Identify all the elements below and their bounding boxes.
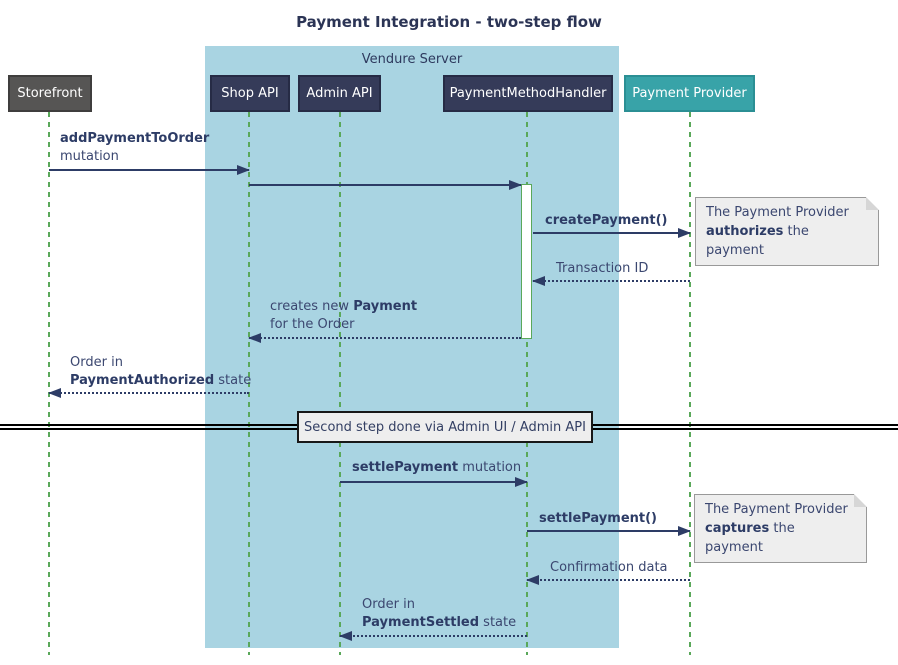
message-label-creates-payment: creates new Payment for the Order (270, 299, 418, 332)
frame-label: Vendure Server (361, 52, 463, 67)
frame-vendure-server: Vendure Server (205, 46, 619, 648)
participant-payment-method-handler: PaymentMethodHandler (443, 75, 613, 112)
message-arrow-settle-payment-mutation (340, 477, 528, 487)
diagram-title: Payment Integration - two-step flow (296, 13, 602, 31)
message-label-order-authorized: Order in PaymentAuthorized state (70, 355, 252, 388)
message-arrow-shop-to-handler (249, 180, 522, 190)
divider: Second step done via Admin UI / Admin AP… (297, 411, 593, 443)
note-authorizes: The Payment Provider authorizes the paym… (695, 197, 879, 266)
participant-label: Storefront (17, 86, 83, 101)
note-captures: The Payment Provider captures the paymen… (694, 494, 867, 563)
message-arrow-settle-payment-call (527, 526, 691, 536)
lifeline-payment-method-handler (526, 112, 528, 655)
participant-payment-provider: Payment Provider (624, 75, 755, 112)
participant-storefront: Storefront (8, 75, 92, 112)
participant-shop-api: Shop API (210, 75, 290, 112)
divider-label: Second step done via Admin UI / Admin AP… (304, 419, 586, 435)
message-label-settle-payment-call: settlePayment() (539, 511, 657, 526)
lifeline-payment-provider (689, 112, 691, 655)
message-label-add-payment: addPaymentToOrder mutation (60, 131, 210, 164)
message-arrow-transaction-id (532, 276, 690, 286)
message-arrow-order-settled (339, 631, 527, 641)
message-arrow-add-payment (49, 165, 250, 175)
message-arrow-confirmation-data (526, 575, 690, 585)
message-label-create-payment: createPayment() (545, 213, 668, 228)
activation-bar-payment-method-handler (521, 184, 532, 339)
message-arrow-creates-payment (248, 333, 521, 343)
lifeline-storefront (48, 112, 50, 655)
message-label-settle-payment-mutation: settlePayment mutation (352, 460, 522, 475)
message-arrow-create-payment (533, 228, 691, 238)
participant-label: Payment Provider (632, 86, 747, 101)
participant-label: PaymentMethodHandler (449, 86, 607, 101)
participant-label: Admin API (306, 86, 373, 101)
participant-admin-api: Admin API (298, 75, 381, 112)
lifeline-admin-api (339, 112, 341, 655)
message-label-confirmation-data: Confirmation data (550, 560, 668, 575)
participant-label: Shop API (221, 86, 279, 101)
message-label-transaction-id: Transaction ID (556, 261, 649, 276)
lifeline-shop-api (248, 112, 250, 655)
message-arrow-order-authorized (48, 388, 249, 398)
message-label-order-settled: Order in PaymentSettled state (362, 597, 517, 630)
